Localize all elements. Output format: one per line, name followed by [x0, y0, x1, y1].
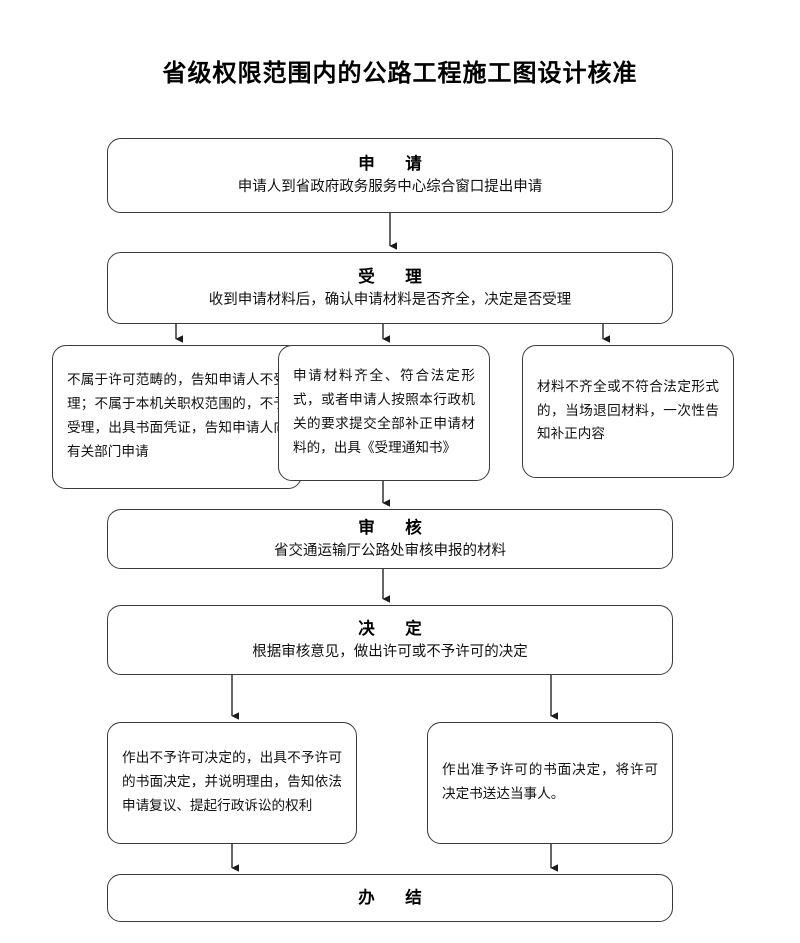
flow-node-decision-heading: 决 定	[358, 618, 429, 638]
page-title: 省级权限范围内的公路工程施工图设计核准	[162, 59, 638, 87]
flow-node-branch-not-in-scope: 不属于许可范畴的，告知申请人不受理；不属于本机关职权范围的，不予受理，出具书面凭…	[52, 345, 302, 489]
flow-node-outcome-approve-body: 作出准予许可的书面决定，将许可决定书送达当事人。	[442, 762, 658, 802]
flow-node-outcome-approve: 作出准予许可的书面决定，将许可决定书送达当事人。	[427, 722, 673, 844]
flow-node-outcome-refuse: 作出不予许可决定的，出具不予许可的书面决定，并说明理由，告知依法申请复议、提起行…	[107, 722, 357, 844]
flow-node-branch-incomplete-materials-body: 材料不齐全或不符合法定形式的，当场退回材料，一次性告知补正内容	[537, 378, 719, 443]
flow-node-branch-complete-materials: 申请材料齐全、符合法定形式，或者申请人按照本行政机关的要求提交全部补正申请材料的…	[278, 345, 490, 481]
flow-node-decision: 决 定 根据审核意见，做出许可或不予许可的决定	[107, 605, 673, 675]
flow-node-accept-body: 收到申请材料后，确认申请材料是否齐全，决定是否受理	[208, 291, 572, 308]
flow-node-accept: 受 理 收到申请材料后，确认申请材料是否齐全，决定是否受理	[107, 252, 673, 324]
flow-node-review-heading: 审 核	[358, 517, 429, 537]
flow-node-review: 审 核 省交通运输厅公路处审核申报的材料	[107, 509, 673, 569]
flow-node-branch-complete-materials-body: 申请材料齐全、符合法定形式，或者申请人按照本行政机关的要求提交全部补正申请材料的…	[293, 368, 475, 456]
flow-node-complete-heading: 办 结	[358, 887, 429, 907]
flow-node-apply-body: 申请人到省政府政务服务中心综合窗口提出申请	[237, 179, 543, 196]
flow-node-apply-heading: 申 请	[358, 154, 429, 174]
flow-node-branch-incomplete-materials: 材料不齐全或不符合法定形式的，当场退回材料，一次性告知补正内容	[522, 345, 734, 478]
flow-node-review-body: 省交通运输厅公路处审核申报的材料	[274, 542, 506, 559]
flow-node-branch-not-in-scope-body: 不属于许可范畴的，告知申请人不受理；不属于本机关职权范围的，不予受理，出具书面凭…	[67, 372, 287, 460]
flow-node-accept-heading: 受 理	[358, 266, 429, 286]
flow-node-outcome-refuse-body: 作出不予许可决定的，出具不予许可的书面决定，并说明理由，告知依法申请复议、提起行…	[122, 750, 342, 814]
flow-node-decision-body: 根据审核意见，做出许可或不予许可的决定	[252, 643, 528, 660]
flow-node-apply: 申 请 申请人到省政府政务服务中心综合窗口提出申请	[107, 138, 673, 213]
flow-node-complete: 办 结	[107, 874, 673, 922]
